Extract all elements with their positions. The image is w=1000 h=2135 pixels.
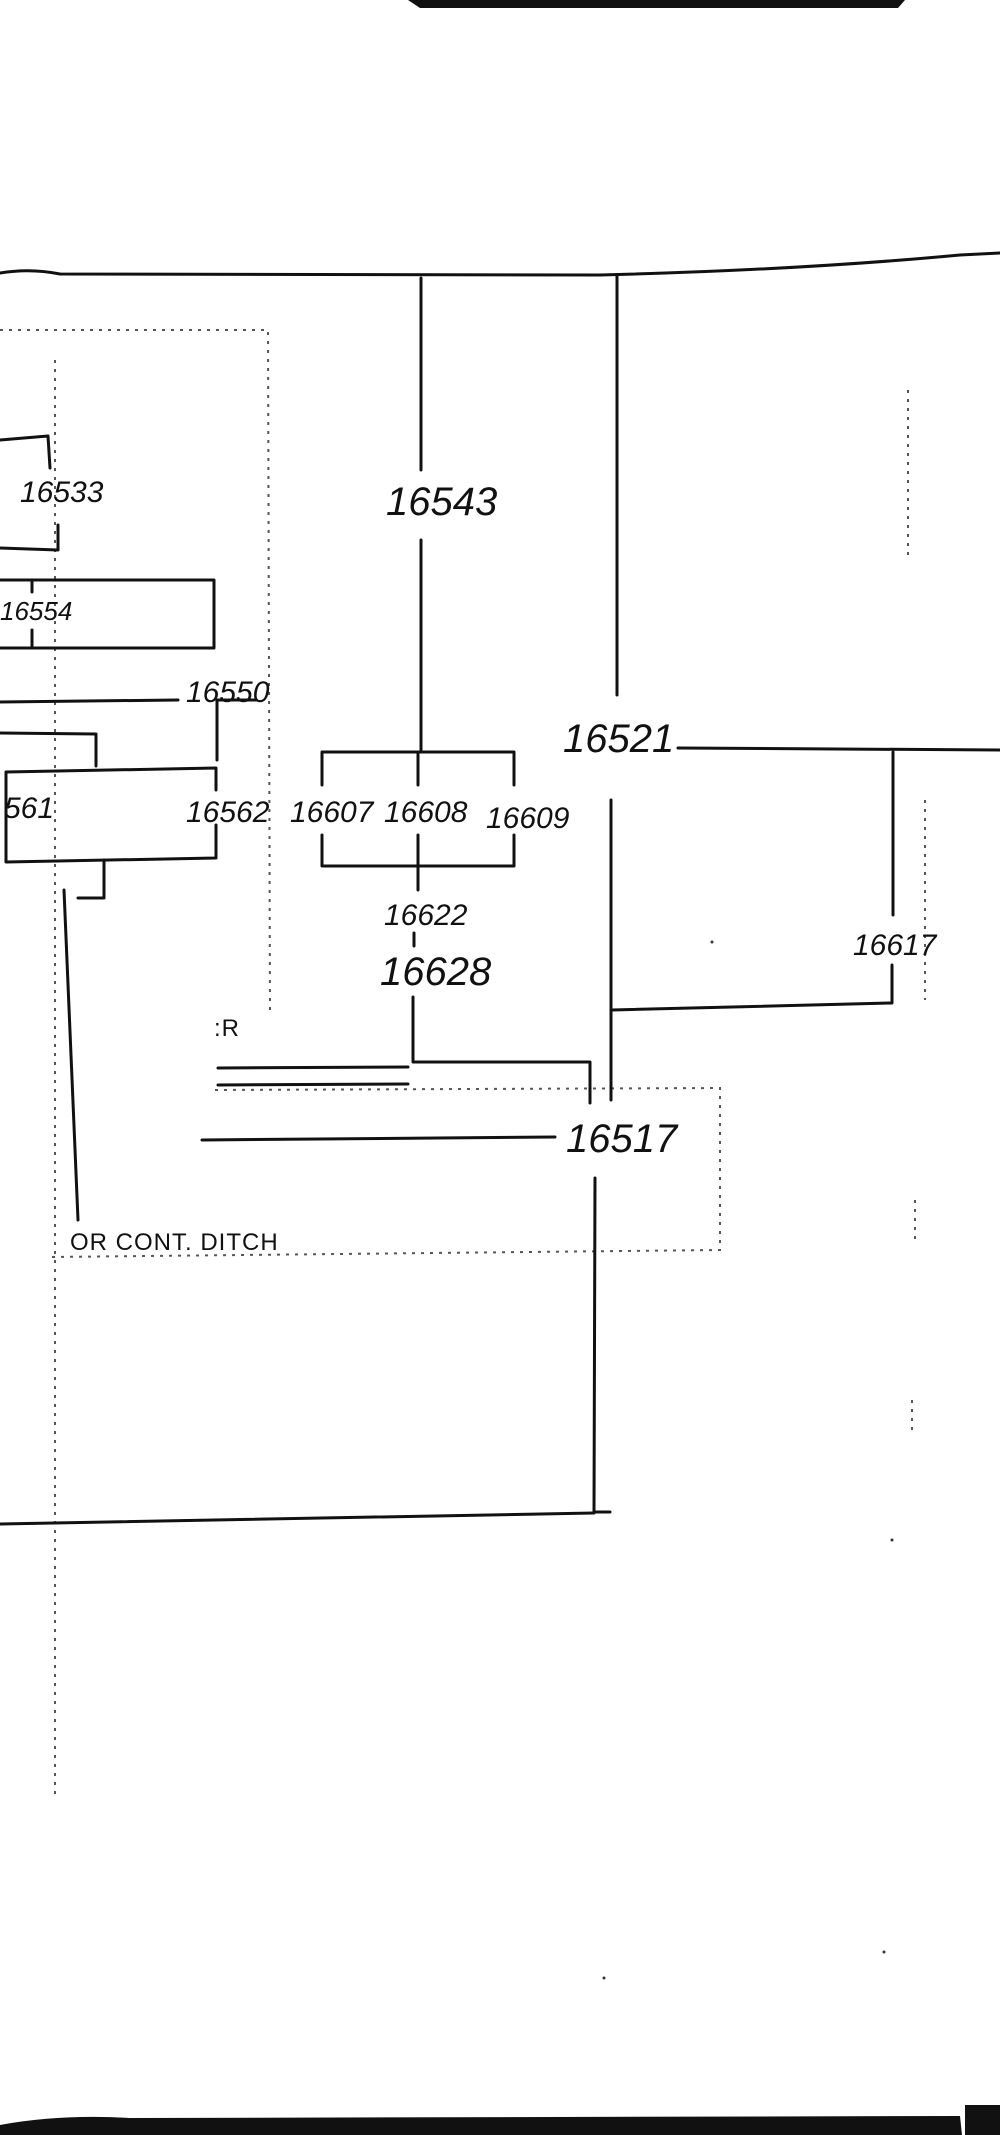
label-16607: 16607 [290,796,375,829]
dotted-boundary-left [0,329,271,1016]
label-16543: 16543 [386,480,497,524]
bracket-upper-561 [0,731,98,768]
stray-dot [882,1950,886,1954]
scan-edge-top [408,0,905,8]
label-561: 561 [4,792,54,825]
box-561-16562 [4,766,218,864]
link-16517-bottom [592,1176,612,1514]
label-partial-er: :R [214,1015,240,1042]
label-16617: 16617 [853,929,938,962]
stray-dot [890,1538,894,1542]
bracket-16533 [0,434,60,552]
link-16628-down [411,995,592,1105]
bottom-long-line [0,1511,596,1526]
label-16533: 16533 [20,476,104,509]
top-boundary-line [0,251,1000,277]
scan-edge-bottom [0,2116,962,2135]
link-16617-bottom [610,963,894,1012]
stray-dot [602,1976,606,1980]
dotted-margin-right [907,390,926,1430]
link-16521-right [676,746,1000,752]
label-16628: 16628 [380,950,492,994]
label-16608: 16608 [384,796,468,829]
label-16550: 16550 [186,676,270,709]
label-16609: 16609 [486,802,570,835]
line-er-double [216,1065,410,1087]
label-16622: 16622 [384,899,468,932]
label-ditch-note: OR CONT. DITCH [70,1229,279,1256]
dotted-boundary-lower [49,1086,721,1258]
line-16550 [0,698,258,762]
label-16521: 16521 [563,717,674,761]
scan-edge-bottom-right [965,2105,1000,2135]
stray-dot [710,940,714,944]
tick-below-box [76,858,106,900]
label-16554: 16554 [0,596,72,626]
long-vertical-left [62,888,80,1222]
label-16562: 16562 [186,796,270,829]
label-16517: 16517 [566,1117,679,1161]
box-16554 [0,578,216,650]
line-left-to-16517 [200,1135,557,1142]
